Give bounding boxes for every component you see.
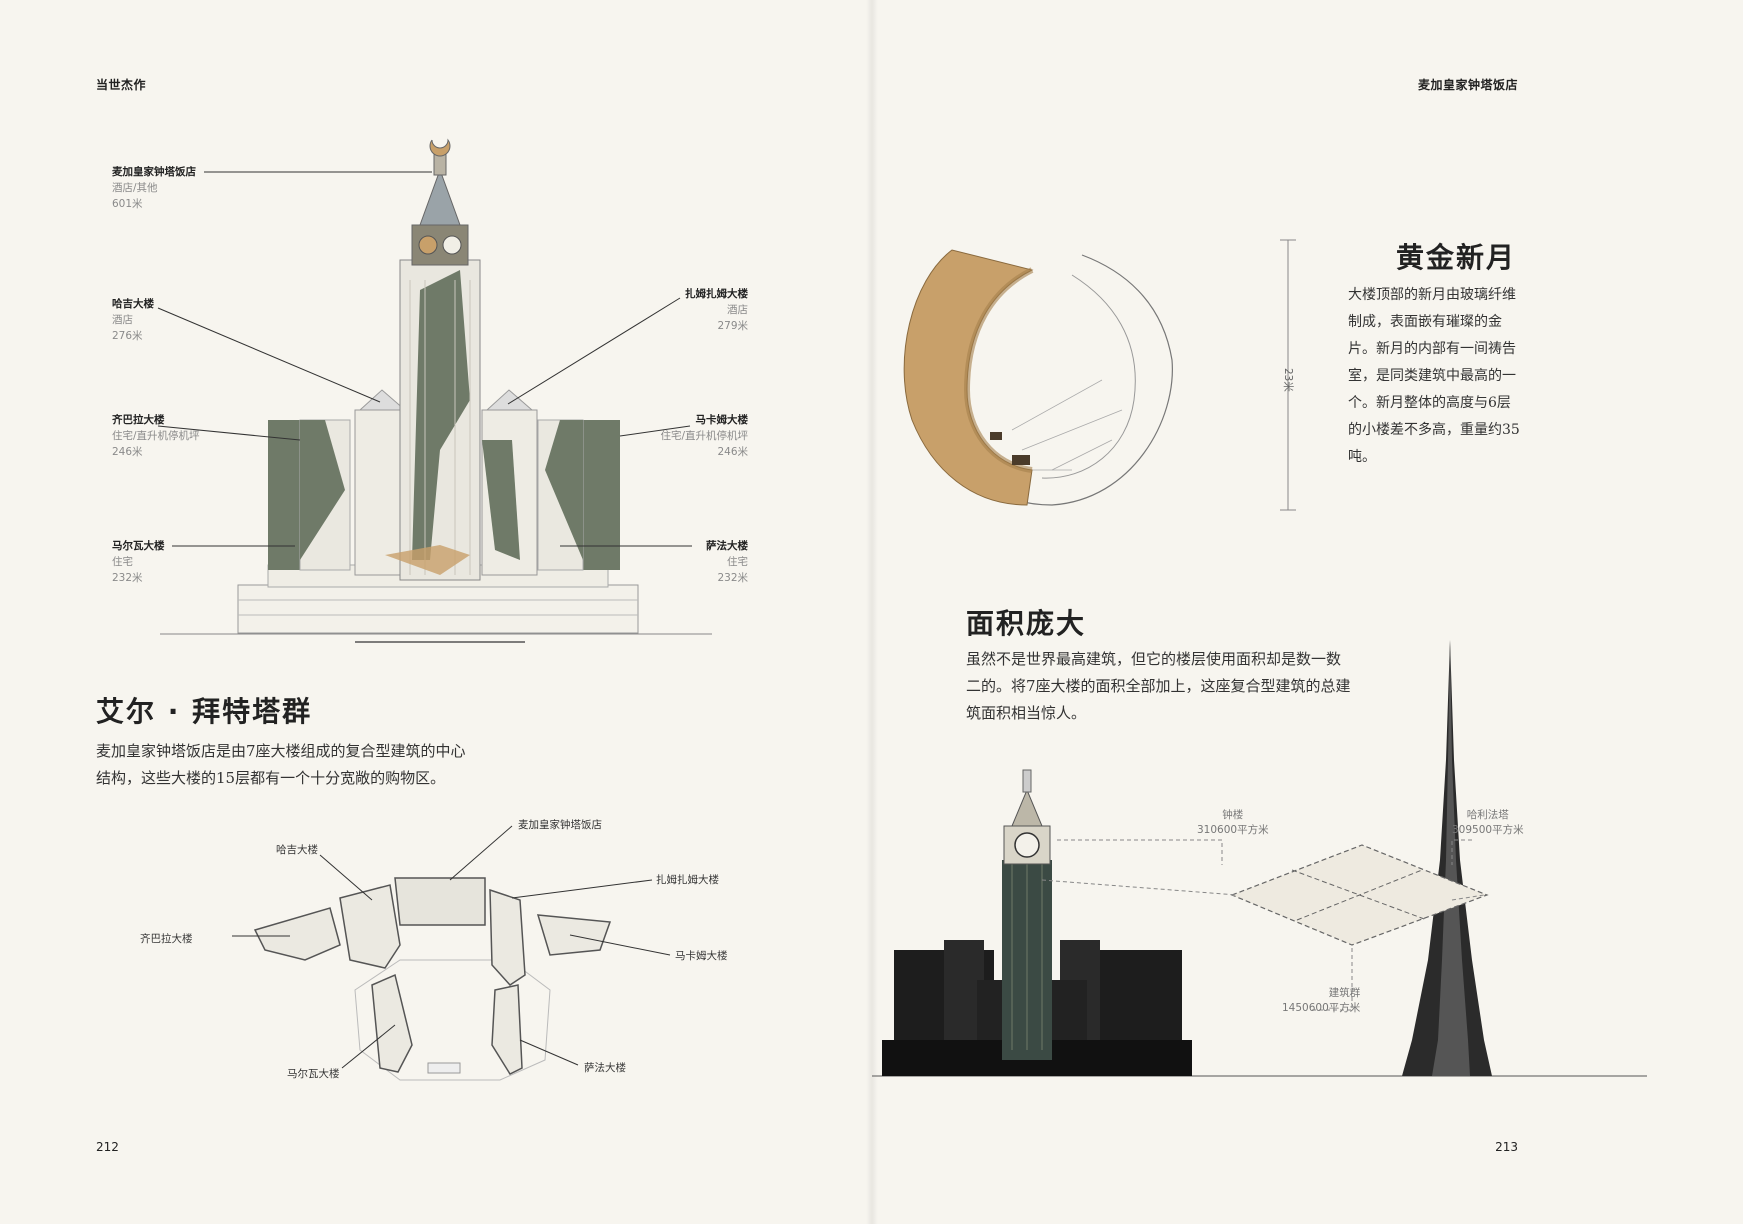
label-height: 276米 (112, 330, 143, 342)
label-use: 住宅 (727, 556, 748, 568)
section-body-abraj: 麦加皇家钟塔饭店是由7座大楼组成的复合型建筑的中心结构，这些大楼的15层都有一个… (96, 742, 466, 787)
label-name: 哈吉大楼 (112, 298, 154, 310)
label-height: 601米 (112, 198, 143, 210)
label-use: 酒店/其他 (112, 182, 158, 194)
plan-label-safa: 萨法大楼 (584, 1062, 626, 1074)
plan-label-maqam: 马卡姆大楼 (675, 950, 728, 962)
complex-name: 建筑群 (1328, 987, 1361, 999)
area-body: 虽然不是世界最高建筑，但它的楼层使用面积却是数一数二的。将7座大楼的面积全部加上… (966, 650, 1351, 722)
clock-tower-name: 钟楼 (1222, 809, 1244, 821)
left-running-head: 当世杰作 (96, 78, 147, 92)
label-height: 246米 (112, 446, 143, 458)
label-height: 232米 (112, 572, 143, 584)
label-use: 住宅 (112, 556, 133, 568)
label-clock-tower: 麦加皇家钟塔饭店 酒店/其他 601米 (112, 164, 196, 212)
area-label-burj-khalifa: 哈利法塔 309500平方米 (1452, 808, 1524, 838)
label-name: 马尔瓦大楼 (112, 540, 165, 552)
label-maqam-tower: 马卡姆大楼 住宅/直升机停机坪 246米 (640, 412, 748, 460)
label-zamzam-tower: 扎姆扎姆大楼 酒店 279米 (640, 286, 748, 334)
label-name: 麦加皇家钟塔饭店 (112, 166, 196, 178)
clock-tower-area: 310600平方米 (1197, 824, 1269, 836)
left-page: 当世杰作 (0, 0, 871, 1224)
complex-area: 1450600平方米 (1282, 1002, 1361, 1014)
left-folio: 212 (96, 1140, 119, 1154)
label-name: 扎姆扎姆大楼 (685, 288, 748, 300)
label-safa-tower: 萨法大楼 住宅 232米 (640, 538, 748, 586)
label-use: 酒店 (112, 314, 133, 326)
right-page: 麦加皇家钟塔饭店 23米 黄金新月 大楼顶部的新月由玻璃纤维制成，表面嵌有璀璨的… (872, 0, 1743, 1224)
label-name: 齐巴拉大楼 (112, 414, 165, 426)
crescent-illustration (903, 239, 1296, 511)
section-title-abraj: 艾尔 · 拜特塔群 (96, 695, 313, 728)
complex-plan-drawing (232, 825, 671, 1081)
tower-elevation-drawing (157, 138, 712, 643)
burj-khalifa-name: 哈利法塔 (1466, 809, 1509, 821)
page-gutter (866, 0, 878, 1224)
right-folio: 213 (1495, 1140, 1518, 1154)
label-hajar-tower: 哈吉大楼 酒店 276米 (112, 296, 154, 344)
label-use: 酒店 (727, 304, 748, 316)
crescent-body: 大楼顶部的新月由玻璃纤维制成，表面嵌有璀璨的金片。新月的内部有一间祷告室，是同类… (1348, 287, 1520, 465)
label-marwa-tower: 马尔瓦大楼 住宅 232米 (112, 538, 165, 586)
label-use: 住宅/直升机停机坪 (660, 430, 748, 442)
crescent-title: 黄金新月 (1395, 241, 1516, 274)
label-name: 萨法大楼 (706, 540, 748, 552)
plan-label-ajyad: 齐巴拉大楼 (140, 933, 193, 945)
burj-khalifa-area: 309500平方米 (1452, 824, 1524, 836)
area-label-clock-tower: 钟楼 310600平方米 (1197, 808, 1269, 838)
label-name: 马卡姆大楼 (695, 414, 749, 426)
area-comparison-illustration (872, 640, 1647, 1077)
label-height: 232米 (717, 572, 748, 584)
plan-label-clock: 麦加皇家钟塔饭店 (518, 819, 602, 831)
label-ajyad-tower: 齐巴拉大楼 住宅/直升机停机坪 246米 (112, 412, 200, 460)
label-height: 246米 (717, 446, 748, 458)
plan-label-hajar: 哈吉大楼 (276, 844, 318, 856)
label-height: 279米 (717, 320, 748, 332)
label-use: 住宅/直升机停机坪 (112, 430, 200, 442)
area-title: 面积庞大 (966, 607, 1087, 640)
right-running-head: 麦加皇家钟塔饭店 (1417, 78, 1518, 92)
plan-label-zamzam: 扎姆扎姆大楼 (656, 874, 719, 886)
plan-label-marwa: 马尔瓦大楼 (287, 1068, 340, 1080)
area-label-complex: 建筑群 1450600平方米 (1282, 986, 1360, 1016)
